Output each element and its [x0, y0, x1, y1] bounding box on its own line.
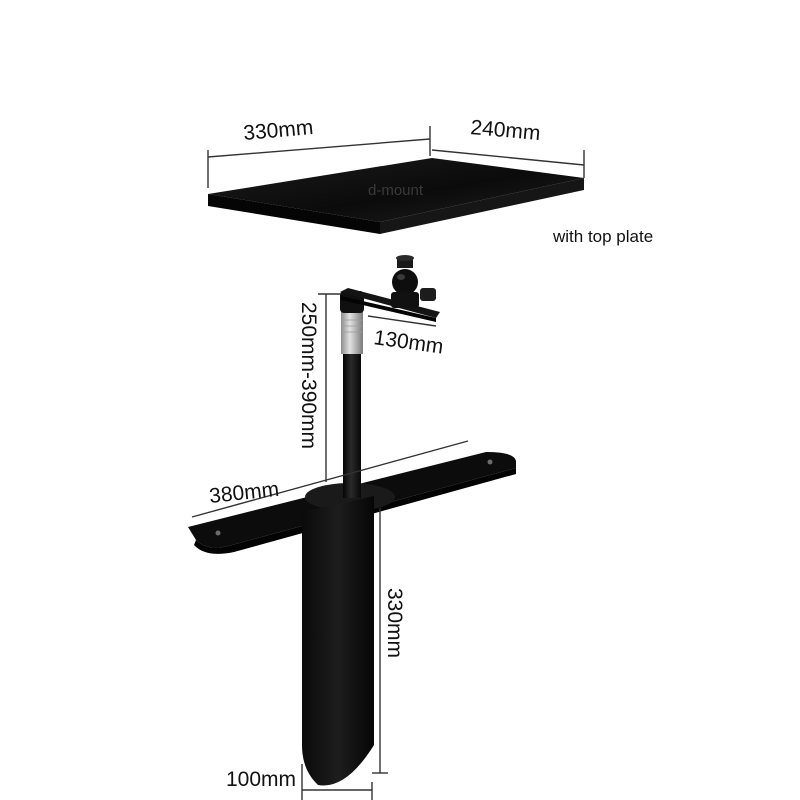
top-plate: d-mount: [208, 158, 584, 234]
ball-head-knob: [420, 288, 436, 301]
ball-head-mount: [391, 255, 436, 308]
stem-body: [302, 496, 374, 786]
stem-width-label: 100mm: [226, 768, 296, 791]
pole-collar: [341, 312, 363, 354]
base-screw-hole-left: [215, 530, 221, 536]
top-plate-surface: [208, 158, 584, 222]
ball-head: [392, 269, 418, 295]
stem-width-dimension: 100mm: [226, 764, 373, 800]
top-plate-caption: with top plate: [552, 227, 653, 246]
arm-bar: [340, 288, 440, 318]
arm-length-dimension: 130mm: [367, 315, 445, 359]
plate-width-label: 240mm: [470, 116, 542, 145]
pole-height-dimension: 250mm-390mm: [297, 293, 340, 482]
stem-length-dimension: 330mm: [372, 508, 406, 774]
pole-lower-tube: [343, 352, 361, 498]
telescopic-pole: [340, 291, 364, 498]
top-plate-side-edge: [380, 178, 584, 234]
stem-length-label: 330mm: [383, 588, 406, 658]
watermark-text: d-mount: [368, 182, 424, 199]
clamp-stem: [302, 496, 374, 786]
base-screw-hole-right: [487, 459, 493, 465]
base-length-label: 380mm: [208, 478, 280, 508]
plate-length-label: 330mm: [242, 116, 314, 145]
pole-height-label: 250mm-390mm: [297, 302, 320, 449]
top-plate-front-edge: [208, 194, 380, 234]
camera-arm: [340, 255, 440, 322]
arm-length-label: 130mm: [372, 326, 445, 359]
